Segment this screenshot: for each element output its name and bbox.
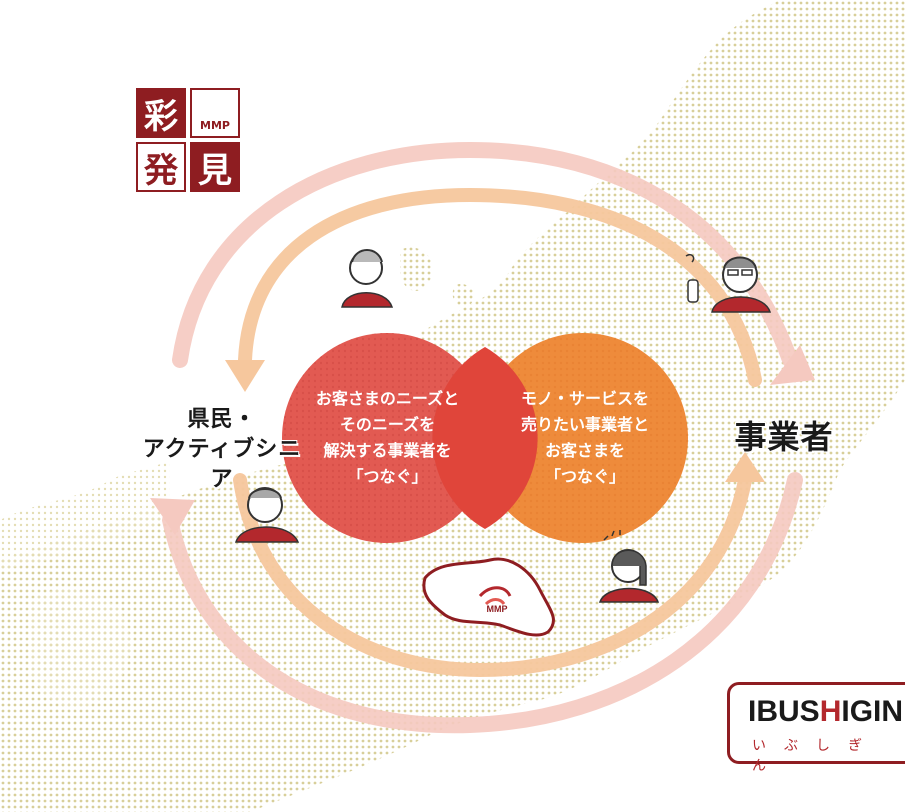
circle-right-line: お客さまを bbox=[544, 441, 625, 460]
circle-right-line: モノ・サービスを bbox=[520, 389, 649, 408]
circle-left-text: お客さまのニーズと そのニーズを 解決する事業者を 「つなぐ」 bbox=[300, 386, 475, 490]
left-label-line1: 県民・ bbox=[187, 407, 257, 432]
circle-right-line: 「つなぐ」 bbox=[544, 467, 625, 486]
right-label: 事業者 bbox=[734, 418, 834, 456]
brand-kana: いぶしぎん bbox=[752, 738, 880, 774]
region-mmp-text: MMP bbox=[486, 604, 508, 614]
brand-name-part2: IGIN bbox=[841, 695, 904, 728]
person-bottom-right bbox=[598, 530, 660, 603]
left-label-line2: アクティブシニア bbox=[142, 437, 302, 492]
logo-char-ken: 見 bbox=[190, 142, 240, 192]
inner-arrowhead-left bbox=[225, 360, 265, 392]
inner-cycle-arrows bbox=[233, 187, 762, 678]
inner-arrowhead-right bbox=[725, 452, 765, 482]
circle-right-line: 売りたい事業者と bbox=[520, 415, 649, 434]
brand-name: IBUSHIGIN bbox=[748, 695, 903, 729]
logo-char-hatsu: 発 bbox=[136, 142, 186, 192]
logo-mmp-text: MMP bbox=[200, 119, 230, 132]
logo-mmp-cell: MMP bbox=[190, 88, 240, 138]
person-top-left bbox=[341, 249, 394, 308]
outer-arrowhead-left bbox=[150, 498, 195, 535]
outer-arrowhead-right bbox=[770, 345, 815, 385]
circle-left-line: 解決する事業者を bbox=[323, 441, 452, 460]
person-top-right bbox=[685, 253, 772, 313]
person-bottom-left bbox=[234, 487, 300, 543]
brand-name-part1: IBUS bbox=[748, 695, 820, 728]
venn-circles bbox=[282, 333, 688, 543]
outer-cycle-arrows bbox=[162, 141, 803, 734]
left-label: 県民・ アクティブシニア bbox=[142, 405, 302, 495]
circle-right-text: モノ・サービスを 売りたい事業者と お客さまを 「つなぐ」 bbox=[500, 386, 670, 490]
circle-overlap bbox=[432, 347, 538, 529]
brand-name-accent: H bbox=[819, 695, 842, 728]
circle-left-line: 「つなぐ」 bbox=[347, 467, 428, 486]
ibushigin-logo: IBUSHIGIN いぶしぎん bbox=[727, 682, 905, 774]
logo-char-sai: 彩 bbox=[136, 88, 186, 138]
circle-left-line: お客さまのニーズと bbox=[315, 389, 460, 408]
circle-left-line: そのニーズを bbox=[339, 415, 436, 434]
region-map-icon bbox=[422, 557, 555, 637]
